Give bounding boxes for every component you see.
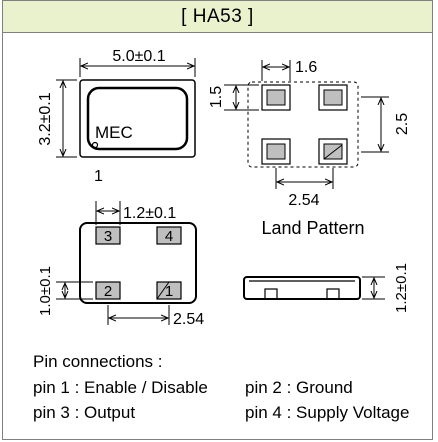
bottom-pitch-dimension: 2.54 (107, 305, 204, 328)
land-pad-height-label: 1.5 (208, 86, 225, 108)
bottom-pad-height-dimension: 1.0±0.1 (37, 266, 93, 316)
bottom-pad-height-label: 1.0±0.1 (37, 266, 54, 316)
land-row-pitch-dimension: 2.5 (361, 96, 411, 153)
package-width-label: 3.2±0.1 (37, 92, 54, 145)
land-pad-width-label: 1.6 (295, 59, 317, 76)
package-width-dimension: 3.2±0.1 (37, 79, 77, 158)
bottom-pin-2-label: 2 (104, 283, 112, 300)
land-pattern (247, 81, 359, 168)
package-top-view: MEC 1 (79, 79, 196, 185)
package-length-dimension: 5.0±0.1 (79, 48, 196, 77)
land-column-pitch-dimension: 2.54 (275, 168, 334, 209)
part-title: [ HA53 ] (3, 1, 432, 33)
bottom-pad-width-label: 1.2±0.1 (123, 205, 176, 222)
bottom-pin-4-label: 4 (165, 228, 173, 245)
land-pattern-caption: Land Pattern (261, 218, 364, 238)
bottom-pin-1-label: 1 (165, 283, 173, 300)
side-height-dimension: 1.2±0.1 (362, 263, 410, 313)
land-row-pitch-label: 2.5 (394, 113, 411, 135)
pin4-description: pin 4 : Supply Voltage (245, 403, 410, 422)
package-marking: MEC (95, 123, 133, 142)
package-side-view (243, 276, 361, 300)
datasheet-panel: [ HA53 ] MEC 1 5.0±0.1 3.2±0.1 (2, 0, 433, 440)
land-column-pitch-label: 2.54 (288, 192, 319, 209)
land-pad-width-dimension: 1.6 (261, 59, 317, 81)
bottom-pitch-label: 2.54 (173, 311, 204, 328)
pin3-description: pin 3 : Output (33, 403, 136, 422)
package-length-label: 5.0±0.1 (112, 48, 165, 65)
bottom-pin-3-label: 3 (104, 228, 112, 245)
pin-connections-heading: Pin connections : (33, 352, 163, 371)
package-bottom-view: 3 4 2 1 (79, 222, 197, 304)
pin2-description: pin 2 : Ground (245, 378, 353, 397)
pin1-label: 1 (94, 168, 103, 185)
pin1-description: pin 1 : Enable / Disable (33, 378, 208, 397)
side-height-label: 1.2±0.1 (393, 263, 410, 313)
outline-drawing: MEC 1 5.0±0.1 3.2±0.1 (37, 48, 411, 328)
pin1-dot-icon (91, 141, 99, 149)
land-pad-height-dimension: 1.5 (208, 84, 259, 111)
bottom-pad-width-dimension: 1.2±0.1 (95, 201, 176, 225)
